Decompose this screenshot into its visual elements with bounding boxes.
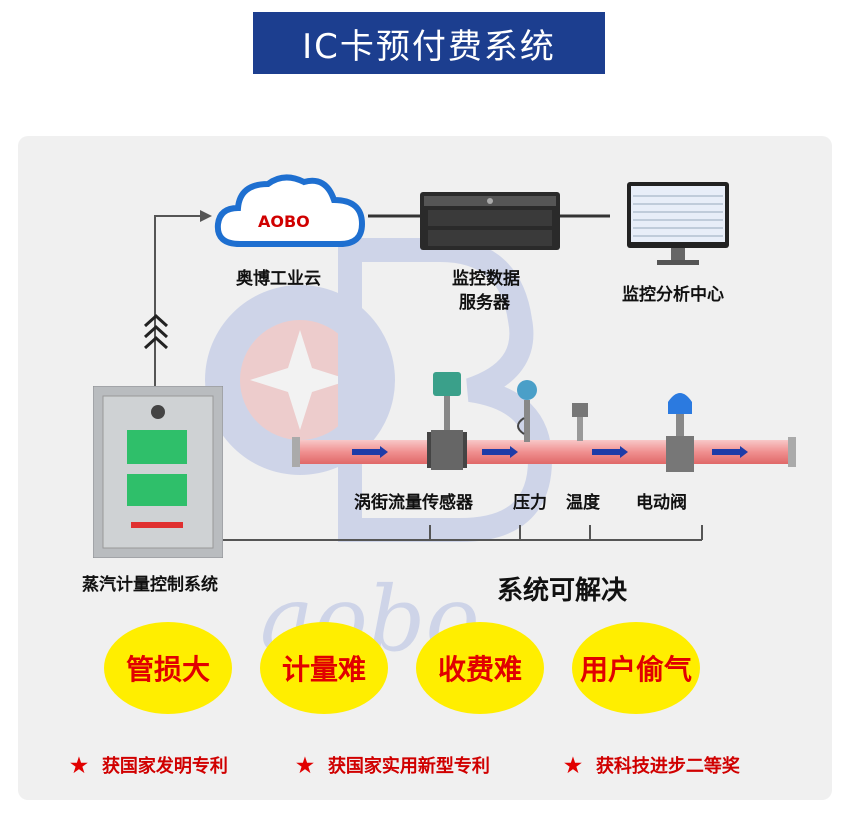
valve-label: 电动阀 xyxy=(636,493,687,513)
control-cabinet-icon xyxy=(93,386,223,558)
temperature-label: 温度 xyxy=(566,493,600,513)
star-icon: ★ xyxy=(296,753,314,777)
award-text: 获科技进步二等奖 xyxy=(595,756,740,777)
award-text: 获国家发明专利 xyxy=(101,756,228,777)
server-label-line2: 服务器 xyxy=(459,293,510,313)
solves-heading: 系统可解决 xyxy=(497,576,628,606)
problem-bubble-4: 用户偷气 xyxy=(572,622,700,714)
page-title: IC卡预付费系统 xyxy=(302,26,556,67)
vortex-flowmeter-icon xyxy=(427,372,467,470)
problem-text: 管损大 xyxy=(125,653,210,686)
server-icon xyxy=(420,192,560,250)
star-icon: ★ xyxy=(564,753,582,777)
star-icon: ★ xyxy=(70,753,88,777)
steam-pipe xyxy=(292,437,796,467)
chevron-up-icon xyxy=(143,313,169,350)
vortex-label: 涡街流量传感器 xyxy=(354,493,473,513)
pressure-sensor-icon xyxy=(517,380,537,442)
award-2: ★ 获国家实用新型专利 xyxy=(296,752,490,778)
problem-bubble-3: 收费难 xyxy=(416,622,544,714)
pressure-label: 压力 xyxy=(513,493,547,513)
temperature-sensor-icon xyxy=(572,403,588,441)
problem-text: 计量难 xyxy=(281,653,366,686)
problem-text: 用户偷气 xyxy=(579,653,692,686)
problem-bubble-2: 计量难 xyxy=(260,622,388,714)
award-3: ★ 获科技进步二等奖 xyxy=(564,752,740,778)
monitor-icon xyxy=(627,182,729,265)
cabinet-label: 蒸汽计量控制系统 xyxy=(82,575,218,595)
monitor-label: 监控分析中心 xyxy=(622,285,724,305)
electric-valve-icon xyxy=(666,393,694,472)
award-1: ★ 获国家发明专利 xyxy=(70,752,228,778)
server-label-line1: 监控数据 xyxy=(452,269,520,289)
problem-bubble-1: 管损大 xyxy=(104,622,232,714)
page-title-banner: IC卡预付费系统 xyxy=(253,12,605,74)
cloud-icon xyxy=(214,174,366,247)
cloud-logo-text: AOBO xyxy=(258,212,310,231)
award-text: 获国家实用新型专利 xyxy=(327,756,490,777)
problem-text: 收费难 xyxy=(437,653,522,686)
cloud-label: 奥博工业云 xyxy=(236,269,321,289)
